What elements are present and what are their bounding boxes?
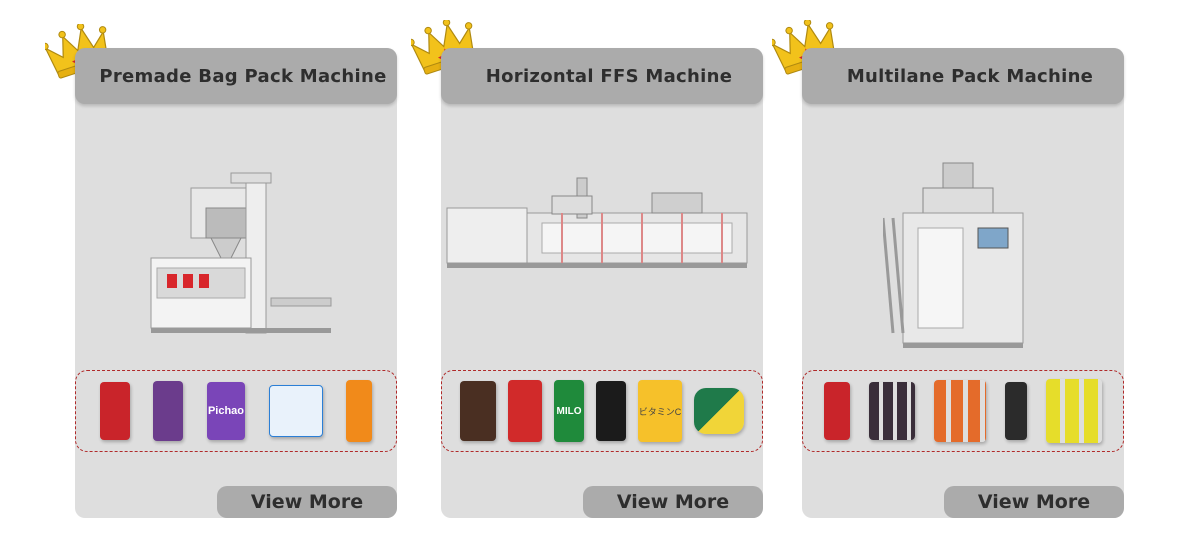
card-title: Premade Bag Pack Machine [99,65,387,87]
multilane-pack-machine-image [802,158,1124,358]
brown-zipper-pouch [460,381,496,441]
product-samples: MILO ビタミンC [441,370,763,452]
sis-gel-sachet [1004,382,1027,440]
red-ketchup-sachet [824,382,851,440]
product-card-premade: Premade Bag Pack Machine Pichao View Mor… [75,48,397,518]
product-card-multilane: Multilane Pack Machine View More [802,48,1124,518]
coffee-sticks [869,382,916,440]
red-tomato-spout-pouch [508,380,542,442]
product-samples [802,370,1124,452]
view-more-button[interactable]: View More [217,486,397,518]
product-logo-text: Pichao [207,405,245,417]
card-title-box: Multilane Pack Machine [802,48,1124,104]
orange-stick-packs [933,380,986,442]
red-standup-pouch [99,382,130,440]
green-yellow-shaped-pouches [694,388,744,434]
product-logo-text: ビタミンC [638,406,682,417]
milo-spout-pouch: MILO [554,380,584,442]
card-title-box: Premade Bag Pack Machine [75,48,397,104]
product-logo-text: MILO [556,405,582,417]
card-title-box: Horizontal FFS Machine [441,48,763,104]
black-shaped-pouch [596,381,626,441]
vitamin-c-bag: ビタミンC [638,380,682,442]
product-card-horizontal: Horizontal FFS Machine MILO ビタミンC Vie [441,48,763,518]
purple-spout-pouch [153,381,184,441]
card-title: Horizontal FFS Machine [485,65,733,87]
product-samples: Pichao [75,370,397,452]
view-more-button[interactable]: View More [944,486,1124,518]
view-more-button[interactable]: View More [583,486,763,518]
premade-bag-pack-machine-image [75,168,397,368]
blue-sachet [268,385,323,437]
horizontal-ffs-machine-image [441,168,763,368]
yellow-green-sticks [1045,379,1102,443]
orange-pumpkin-spout-pouch [346,380,373,442]
rochao-candy-bag: Pichao [206,382,245,440]
card-title: Multilane Pack Machine [846,65,1094,87]
